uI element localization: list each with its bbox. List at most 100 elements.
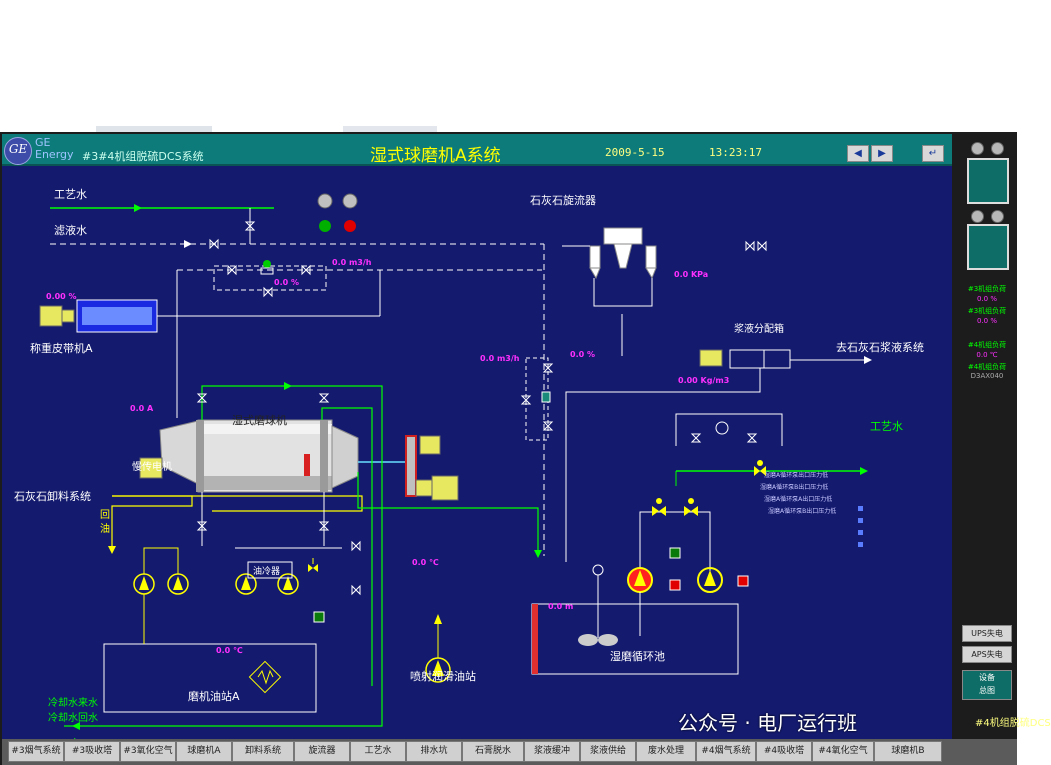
tab-wastewater[interactable]: 废水处理	[636, 741, 696, 762]
aps-fault-button[interactable]: APS失电	[962, 646, 1012, 663]
tag-code: D3AX040	[970, 372, 1004, 380]
spray-lube-label: 喷射润滑油站	[410, 670, 476, 683]
tab-process-water[interactable]: 工艺水	[350, 741, 406, 762]
flowmeter-icon	[541, 391, 551, 403]
oil-cooler-label: 油冷器	[253, 567, 281, 577]
device-overview-button[interactable]: 设备 总图	[962, 670, 1012, 700]
return-button[interactable]: ↵	[922, 145, 944, 162]
pump-status-icon	[313, 611, 325, 623]
limestone-unload-label: 石灰石卸料系统	[14, 490, 91, 503]
oil-pump-icon	[167, 573, 189, 595]
device-btn-line2: 总图	[979, 686, 995, 695]
slow-motor-label: 慢传电机	[132, 462, 172, 473]
tab-4-flue-gas[interactable]: #4烟气系统	[696, 741, 756, 762]
tank-level-value: 0.0 m	[548, 602, 574, 611]
flow-arrow-icon	[134, 204, 142, 212]
page-title: 湿式球磨机A系统	[370, 146, 501, 166]
pump-status-icon	[669, 547, 681, 559]
alarm-legend-item: 湿磨A循环泵B出口压力低	[768, 508, 837, 515]
indicator-light-icon	[971, 142, 984, 155]
mill-current-value: 0.0 A	[130, 404, 154, 413]
tab-slurry-buffer[interactable]: 浆液缓冲	[524, 741, 580, 762]
control-valve-icon	[754, 460, 766, 476]
mill-gear-box	[405, 435, 417, 497]
mill-inlet-cone	[159, 419, 203, 487]
oil-pump-icon	[235, 573, 257, 595]
flow-arrow-icon	[284, 382, 292, 390]
tab-unloading[interactable]: 卸料系统	[232, 741, 294, 762]
valve-icon	[301, 264, 311, 276]
ups-fault-button[interactable]: UPS失电	[962, 625, 1012, 642]
bypass-flow-value-2: 0.0 m3/h	[480, 354, 520, 363]
filtrate-water-label: 滤液水	[54, 224, 87, 237]
load-value-2: 0.0 %	[976, 317, 997, 325]
oil-return-pipe	[111, 495, 193, 546]
oil-pump-icon	[277, 573, 299, 595]
valve-icon	[757, 240, 767, 252]
time-display: 13:23:17	[709, 146, 762, 159]
device-btn-line1: 设备	[979, 673, 995, 682]
circ-pump-b-icon	[697, 567, 723, 593]
tank-label: 湿磨循环池	[610, 650, 665, 663]
box-motor-icon	[699, 349, 723, 367]
valve-icon	[520, 395, 532, 405]
density-meter-icon	[715, 421, 729, 435]
system-overview-icon[interactable]	[967, 158, 1009, 204]
belt-motor-icon	[39, 305, 63, 327]
spray-temp-value: 0.0 ℃	[412, 558, 439, 567]
control-valve-icon	[652, 498, 666, 516]
density-value: 0.00 Kg/m3	[678, 376, 730, 385]
blurred-header-region	[96, 126, 212, 136]
process-water-out-label: 工艺水	[870, 420, 903, 433]
pump-stop-icon	[737, 575, 749, 587]
cooling-in-label: 冷却水来水	[48, 698, 98, 709]
slurry-box-label: 浆液分配箱	[734, 324, 784, 335]
tab-gypsum-dewatering[interactable]: 石膏脱水	[462, 741, 524, 762]
date-display: 2009-5-15	[605, 146, 665, 159]
valve-icon	[542, 363, 554, 373]
heater-icon	[248, 660, 282, 694]
title-bar: GE GE Energy #3#4机组脱硫DCS系统 湿式球磨机A系统 2009…	[2, 134, 952, 166]
box-return-pipe	[565, 368, 761, 562]
valve-icon	[542, 421, 554, 431]
tab-4-absorber[interactable]: #4吸收塔	[756, 741, 812, 762]
return-oil-label-2: 油	[100, 524, 110, 535]
indicator-light-icon	[991, 142, 1004, 155]
valve-icon	[244, 221, 256, 231]
tab-slurry-supply[interactable]: 浆液供给	[580, 741, 636, 762]
return-oil-label-1: 回	[100, 510, 110, 521]
valve-icon	[263, 286, 273, 298]
gear-motor-icon	[419, 435, 441, 455]
load-label-2: #3机组负荷	[967, 307, 1007, 315]
density-loop	[675, 413, 783, 446]
watermark-suffix: #4机组脱硫DCS	[975, 718, 1051, 729]
cooling-out-label: 冷却水回水	[48, 713, 98, 724]
ge-logo-icon: GE	[4, 137, 32, 165]
brand-line1: GE	[35, 136, 51, 149]
prev-page-button[interactable]: ◀	[847, 145, 869, 162]
tab-drain-pit[interactable]: 排水坑	[406, 741, 462, 762]
tab-3-flue-gas[interactable]: #3烟气系统	[8, 741, 64, 762]
tab-hydrocyclone[interactable]: 旋流器	[294, 741, 350, 762]
next-page-button[interactable]: ▶	[871, 145, 893, 162]
tab-3-absorber[interactable]: #3吸收塔	[64, 741, 120, 762]
logo-text: GE	[8, 142, 28, 156]
pressure-value: 0.0 KPa	[674, 270, 709, 279]
hydrocyclone-underflow	[593, 278, 653, 307]
mill-motor-icon	[431, 475, 459, 501]
valve-icon	[318, 393, 330, 403]
alarm-legend-item: 湿磨A循环泵A出口压力低	[764, 496, 833, 503]
network-icon[interactable]	[967, 224, 1009, 270]
oil-temp-value: 0.0 ℃	[216, 646, 243, 655]
tab-4-oxidation-air[interactable]: #4氧化空气	[812, 741, 874, 762]
circ-pump-discharge	[639, 511, 711, 586]
valve-icon	[745, 240, 755, 252]
tab-ball-mill-a[interactable]: 球磨机A	[176, 741, 232, 762]
dcs-title: #3#4机组脱硫DCS系统	[82, 150, 204, 163]
tab-ball-mill-b[interactable]: 球磨机B	[874, 741, 942, 762]
valve-icon	[351, 540, 361, 552]
brand-line2: Energy	[35, 148, 74, 161]
tab-3-oxidation-air[interactable]: #3氧化空气	[120, 741, 176, 762]
circ-pump-a-icon	[627, 567, 653, 593]
bypass-flow-value: 0.0 m3/h	[332, 258, 372, 267]
